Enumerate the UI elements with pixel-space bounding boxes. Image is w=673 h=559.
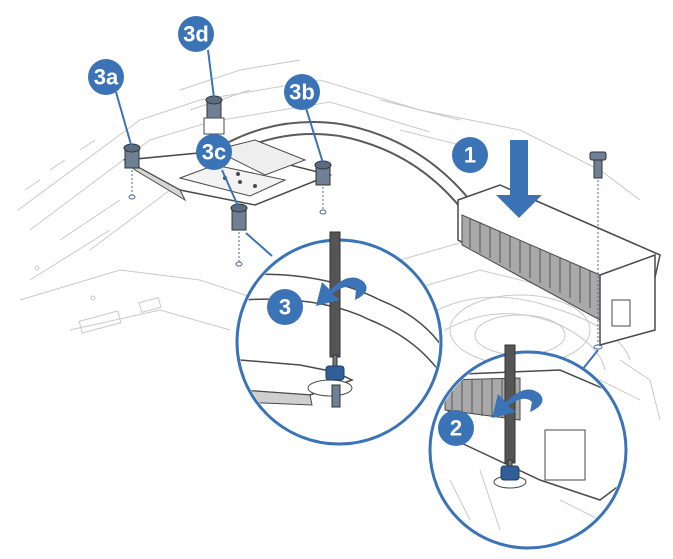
- callout-3a: 3a: [88, 59, 124, 95]
- callout-step-1-label: 1: [464, 143, 476, 168]
- callout-step-2: 2: [438, 410, 474, 446]
- callout-3a-label: 3a: [94, 65, 119, 90]
- heat-sink-bracket: [122, 139, 333, 206]
- counterclockwise-rotate-icon: [316, 277, 367, 306]
- callout-leader-lines: [115, 49, 599, 376]
- counterclockwise-rotate-icon: [492, 389, 543, 418]
- detail-circle-step-2: [428, 350, 628, 550]
- screw-3c-part: [230, 203, 248, 267]
- callout-step-1: 1: [452, 137, 488, 173]
- callout-3b-label: 3b: [289, 80, 315, 105]
- press-down-arrow-icon: [496, 140, 542, 218]
- heat-pipe: [203, 121, 477, 217]
- heat-sink-fins: [457, 184, 661, 346]
- detail-circle-step-3: [235, 238, 443, 446]
- callout-3c: 3c: [196, 134, 232, 170]
- callout-3d: 3d: [178, 16, 214, 52]
- callout-3d-label: 3d: [183, 22, 209, 47]
- callout-step-3-label: 3: [279, 295, 291, 320]
- screw-icon: [589, 151, 607, 350]
- screw-3b-part: [314, 160, 332, 215]
- callout-3c-label: 3c: [202, 140, 226, 165]
- screw-3d-part: [203, 95, 225, 135]
- callout-step-3: 3: [267, 289, 303, 325]
- callout-3b: 3b: [284, 74, 320, 110]
- callout-step-2-label: 2: [450, 416, 462, 441]
